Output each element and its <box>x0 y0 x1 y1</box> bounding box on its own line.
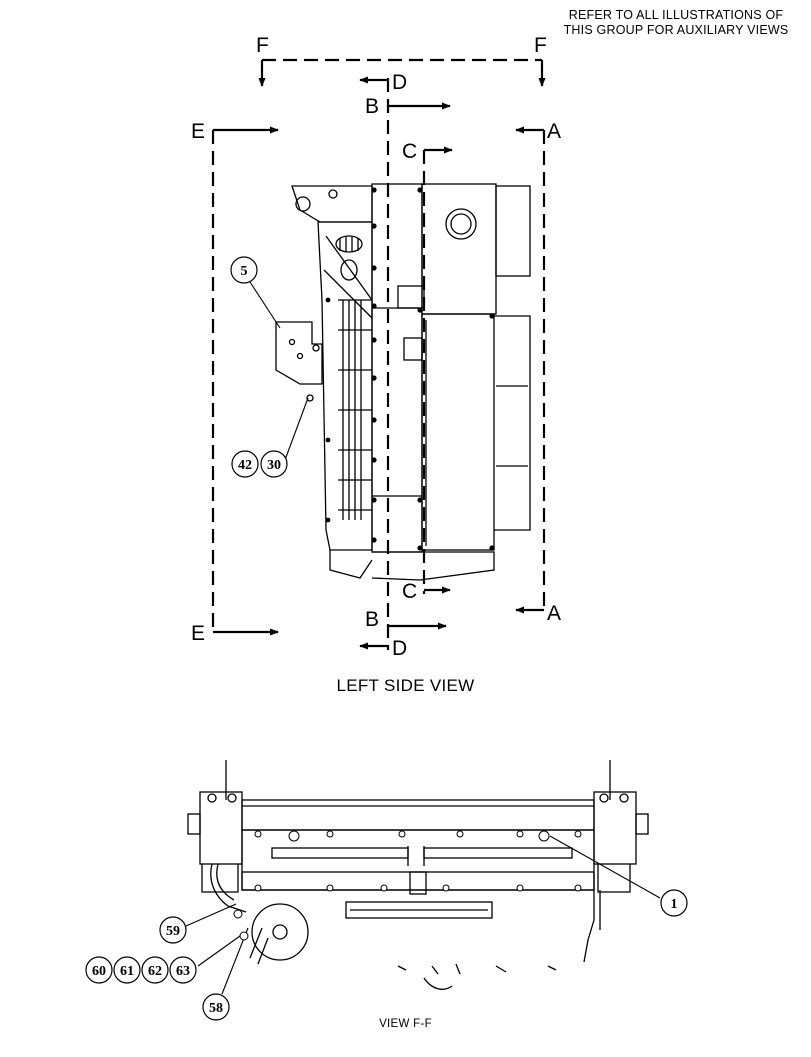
section-letter-c-bottom: C <box>402 580 417 603</box>
callout-62: 62 <box>141 956 169 984</box>
svg-text:30: 30 <box>267 458 281 473</box>
section-line-e <box>211 126 279 636</box>
section-letter-f-left: F <box>256 34 269 57</box>
callouts-left-view: 5 42 30 <box>230 256 288 478</box>
reference-note: REFER TO ALL ILLUSTRATIONS OF THIS GROUP… <box>551 8 801 38</box>
view-ff-caption: VIEW F-F <box>379 1018 432 1030</box>
view-ff-bolts <box>233 830 582 941</box>
svg-text:58: 58 <box>209 1001 223 1016</box>
left-side-view-caption: LEFT SIDE VIEW <box>336 676 475 695</box>
svg-text:63: 63 <box>176 964 190 979</box>
svg-text:59: 59 <box>166 924 180 939</box>
svg-text:60: 60 <box>92 964 106 979</box>
svg-text:5: 5 <box>241 264 248 279</box>
svg-text:1: 1 <box>671 897 678 912</box>
section-letter-a-bottom: A <box>547 602 561 625</box>
callouts-view-ff: 1 59 60 61 62 63 58 <box>85 889 688 1021</box>
section-letter-a-top: A <box>547 120 561 143</box>
section-letter-e-top: E <box>191 120 205 143</box>
callout-1: 1 <box>660 889 688 917</box>
section-line-c <box>422 146 453 594</box>
svg-text:62: 62 <box>148 964 162 979</box>
callout-61: 61 <box>113 956 141 984</box>
callout-5: 5 <box>230 256 258 284</box>
section-letter-b-bottom: B <box>365 608 379 631</box>
section-line-b-d <box>359 76 451 650</box>
section-line-a <box>515 126 546 614</box>
svg-text:42: 42 <box>238 458 252 473</box>
section-letter-b-top: B <box>365 95 379 118</box>
callout-42: 42 <box>231 450 259 478</box>
callout-30: 30 <box>260 450 288 478</box>
section-letter-c-top: C <box>402 140 417 163</box>
svg-text:61: 61 <box>120 964 134 979</box>
view-ff <box>185 760 661 995</box>
section-line-f <box>258 58 546 87</box>
callout-58: 58 <box>202 993 230 1021</box>
reference-note-line-2: THIS GROUP FOR AUXILIARY VIEWS <box>563 23 789 37</box>
section-letter-d-top: D <box>392 71 407 94</box>
radiator-assembly <box>275 183 531 581</box>
callout-63: 63 <box>169 956 197 984</box>
section-letter-d-bottom: D <box>392 637 407 660</box>
section-letters: F F D B E A C C A B E D <box>191 34 561 660</box>
section-letter-e-bottom: E <box>191 622 205 645</box>
callout-60: 60 <box>85 956 113 984</box>
reference-note-line-1: REFER TO ALL ILLUSTRATIONS OF <box>568 8 784 22</box>
left-side-view <box>211 58 546 650</box>
frame-bolts <box>325 187 495 551</box>
section-letter-f-right: F <box>534 34 547 57</box>
callout-59: 59 <box>159 916 187 944</box>
